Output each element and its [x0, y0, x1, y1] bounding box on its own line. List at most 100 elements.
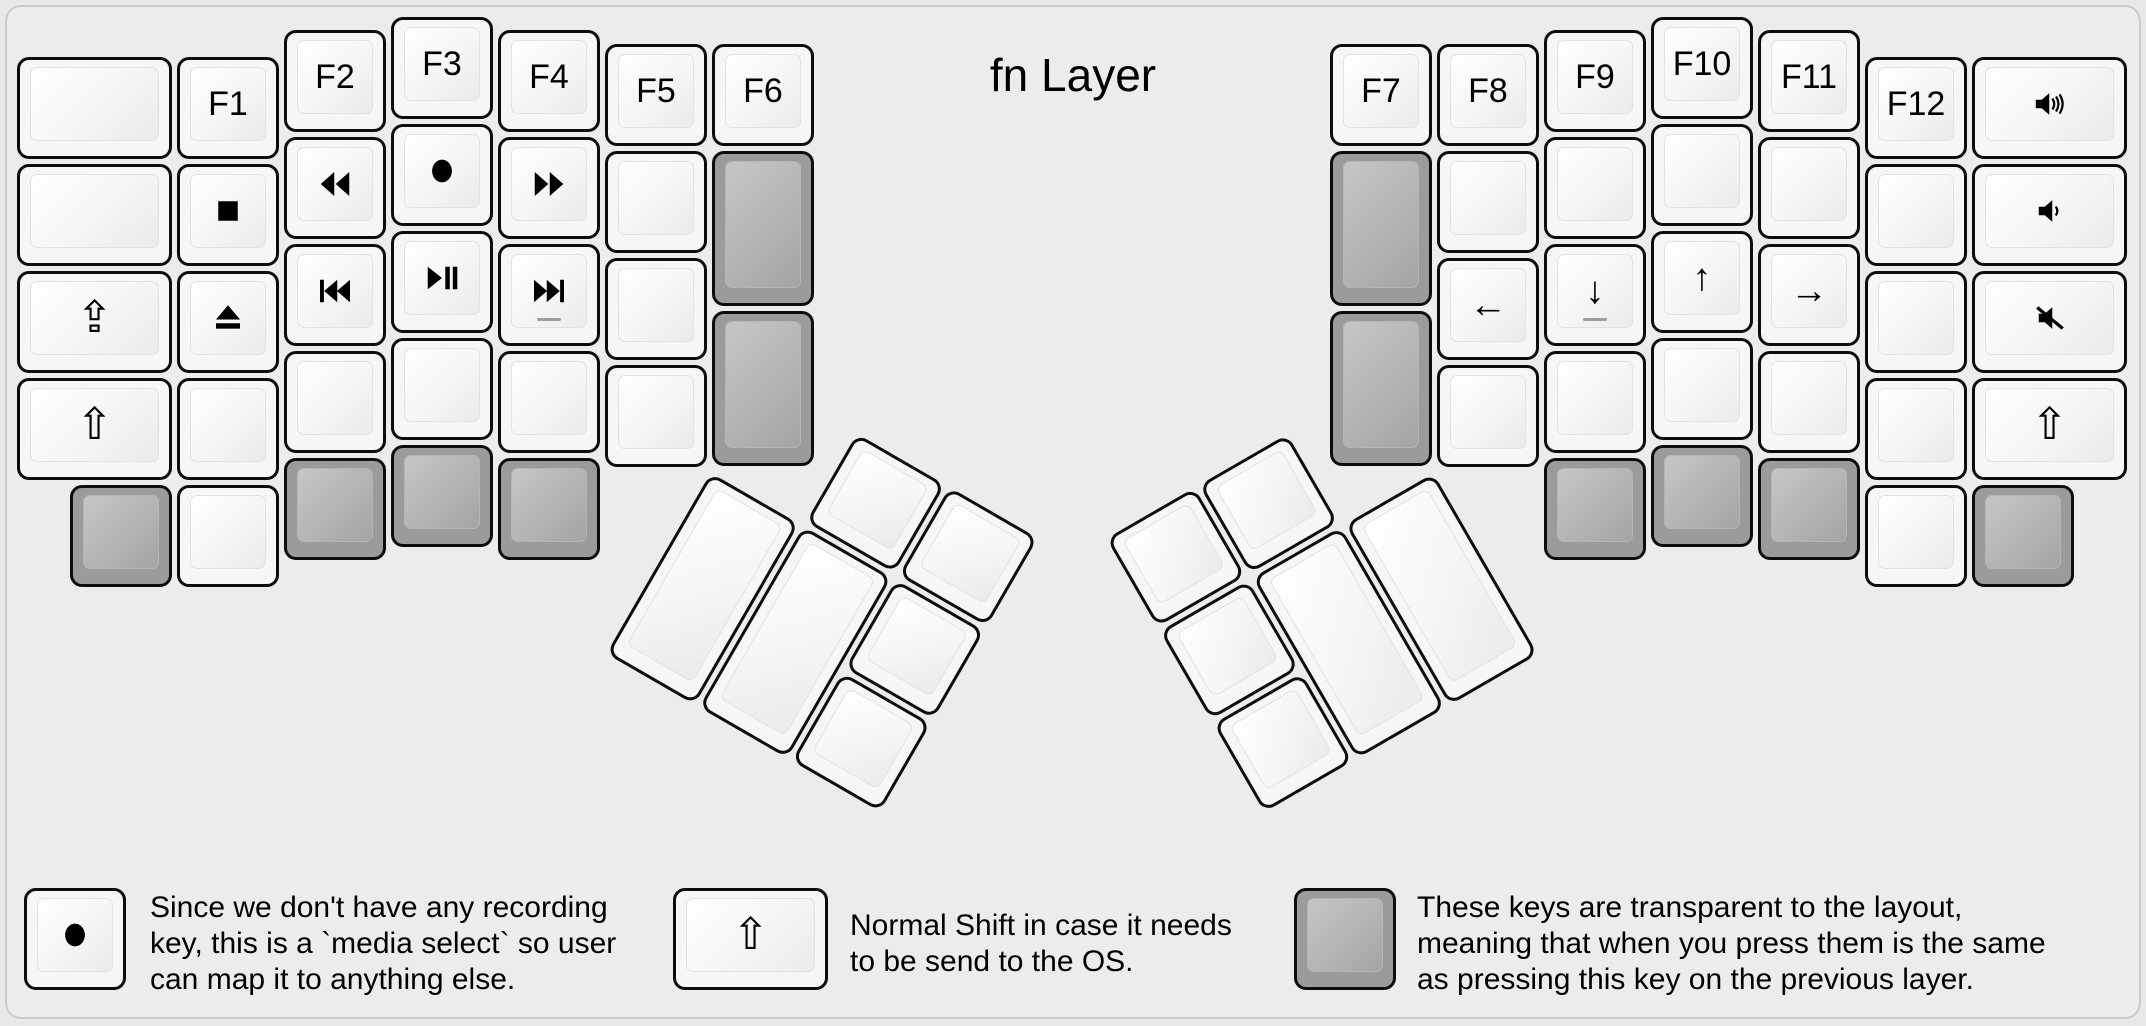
keycap-top: [618, 375, 694, 449]
legend-text-line: key, this is a `media select` so user: [150, 927, 617, 960]
transparent-key: [70, 485, 172, 587]
key-label: F9: [1575, 57, 1615, 96]
legend-text-line: can map it to anything else.: [150, 963, 516, 996]
volume-down-icon: [2032, 193, 2068, 229]
keycap-top: F5: [618, 54, 694, 128]
keycap-top: F7: [1343, 54, 1419, 128]
keycap-top: [297, 468, 373, 542]
transparent-legend-key: [1294, 888, 1396, 990]
keycap-top: [1985, 495, 2061, 569]
blank-key: [177, 378, 279, 480]
f2-key: F2: [284, 30, 386, 132]
keycap-top: [1664, 348, 1740, 422]
keycap-top: [1450, 375, 1526, 449]
keycap-top: [1771, 147, 1847, 221]
f3-key: F3: [391, 17, 493, 119]
keycap-top: [190, 174, 266, 248]
transparent-key: [1651, 445, 1753, 547]
keycap-top: [1878, 388, 1954, 462]
play-pause-icon: [424, 260, 460, 296]
transparent-key: [1544, 458, 1646, 560]
keycap-top: F3: [404, 27, 480, 101]
keycap-top: [30, 67, 159, 141]
keycap-top: [1985, 67, 2114, 141]
keycap-top: [1307, 898, 1383, 972]
blank-key: [1865, 378, 1967, 480]
keycap-top: [1450, 161, 1526, 235]
keycap-top: [1664, 455, 1740, 529]
eject-icon: [210, 300, 246, 336]
blank-key: [1758, 137, 1860, 239]
homing-bar: [537, 317, 561, 321]
left-arrow-key: ←: [1437, 258, 1539, 360]
fast-forward-icon: [531, 166, 567, 202]
blank-key: [177, 485, 279, 587]
key-glyph: →: [1790, 270, 1828, 312]
keycap-top: [404, 134, 480, 208]
rewind-key: [284, 137, 386, 239]
blank-key: [284, 351, 386, 453]
shift-key: ⇧: [1972, 378, 2127, 480]
keycap-top: [37, 898, 113, 972]
f9-key: F9: [1544, 30, 1646, 132]
key-label: F12: [1886, 84, 1946, 123]
keycap-top: [1771, 361, 1847, 435]
transparent-key: [1330, 151, 1432, 306]
keycap-top: [511, 361, 587, 435]
blank-key: [1865, 164, 1967, 266]
keycap-top: [725, 321, 801, 448]
keycap-top: [1771, 468, 1847, 542]
keycap-top: [1985, 174, 2114, 248]
keycap-top: [83, 495, 159, 569]
keycap-top: F2: [297, 40, 373, 114]
keycap-top: [1878, 174, 1954, 248]
keycap-top: [1878, 495, 1954, 569]
keycap-top: F4: [511, 40, 587, 114]
keycap-top: [190, 281, 266, 355]
blank-key: [17, 57, 172, 159]
transparent-key: [284, 458, 386, 560]
blank-key: [1865, 271, 1967, 373]
legend-text-line: meaning that when you press them is the …: [1417, 927, 2046, 960]
legend-text-line: Normal Shift in case it needs: [850, 909, 1232, 942]
key-glyph: ⇪: [76, 293, 113, 342]
keycap-top: [1215, 449, 1318, 552]
blank-key: [605, 258, 707, 360]
keycap-top: [1985, 281, 2114, 355]
transparent-key: [1330, 311, 1432, 466]
transparent-key: [712, 311, 814, 466]
mute-key: [1972, 271, 2127, 373]
eject-key: [177, 271, 279, 373]
blank-key: [1651, 124, 1753, 226]
keycap-top: ←: [1450, 268, 1526, 342]
keycap-top: ⇧: [686, 898, 815, 972]
keycap-top: ↑: [1664, 241, 1740, 315]
f8-key: F8: [1437, 44, 1539, 146]
keycap-top: [1229, 688, 1333, 791]
transparent-key: [498, 458, 600, 560]
legend-text-line: Since we don't have any recording: [150, 891, 608, 924]
keycap-top: F9: [1557, 40, 1633, 114]
keycap-top: [1122, 502, 1226, 605]
blank-key: [1758, 351, 1860, 453]
volume-up-key: [1972, 57, 2127, 159]
keycap-top: [918, 502, 1022, 605]
keycap-top: [725, 161, 801, 288]
volume-down-key: [1972, 164, 2127, 266]
keycap-top: [297, 254, 373, 328]
keycap-top: [1557, 361, 1633, 435]
f4-key: F4: [498, 30, 600, 132]
key-label: F6: [743, 71, 783, 110]
keycap-top: [618, 268, 694, 342]
key-label: F11: [1780, 57, 1838, 96]
shift-key: ⇧: [17, 378, 172, 480]
caps-lock-key: ⇪: [17, 271, 172, 373]
blank-key: [391, 338, 493, 440]
keycap-top: [1343, 321, 1419, 448]
blank-key: [498, 351, 600, 453]
key-label: F2: [315, 57, 355, 96]
key-glyph: ←: [1469, 284, 1507, 326]
